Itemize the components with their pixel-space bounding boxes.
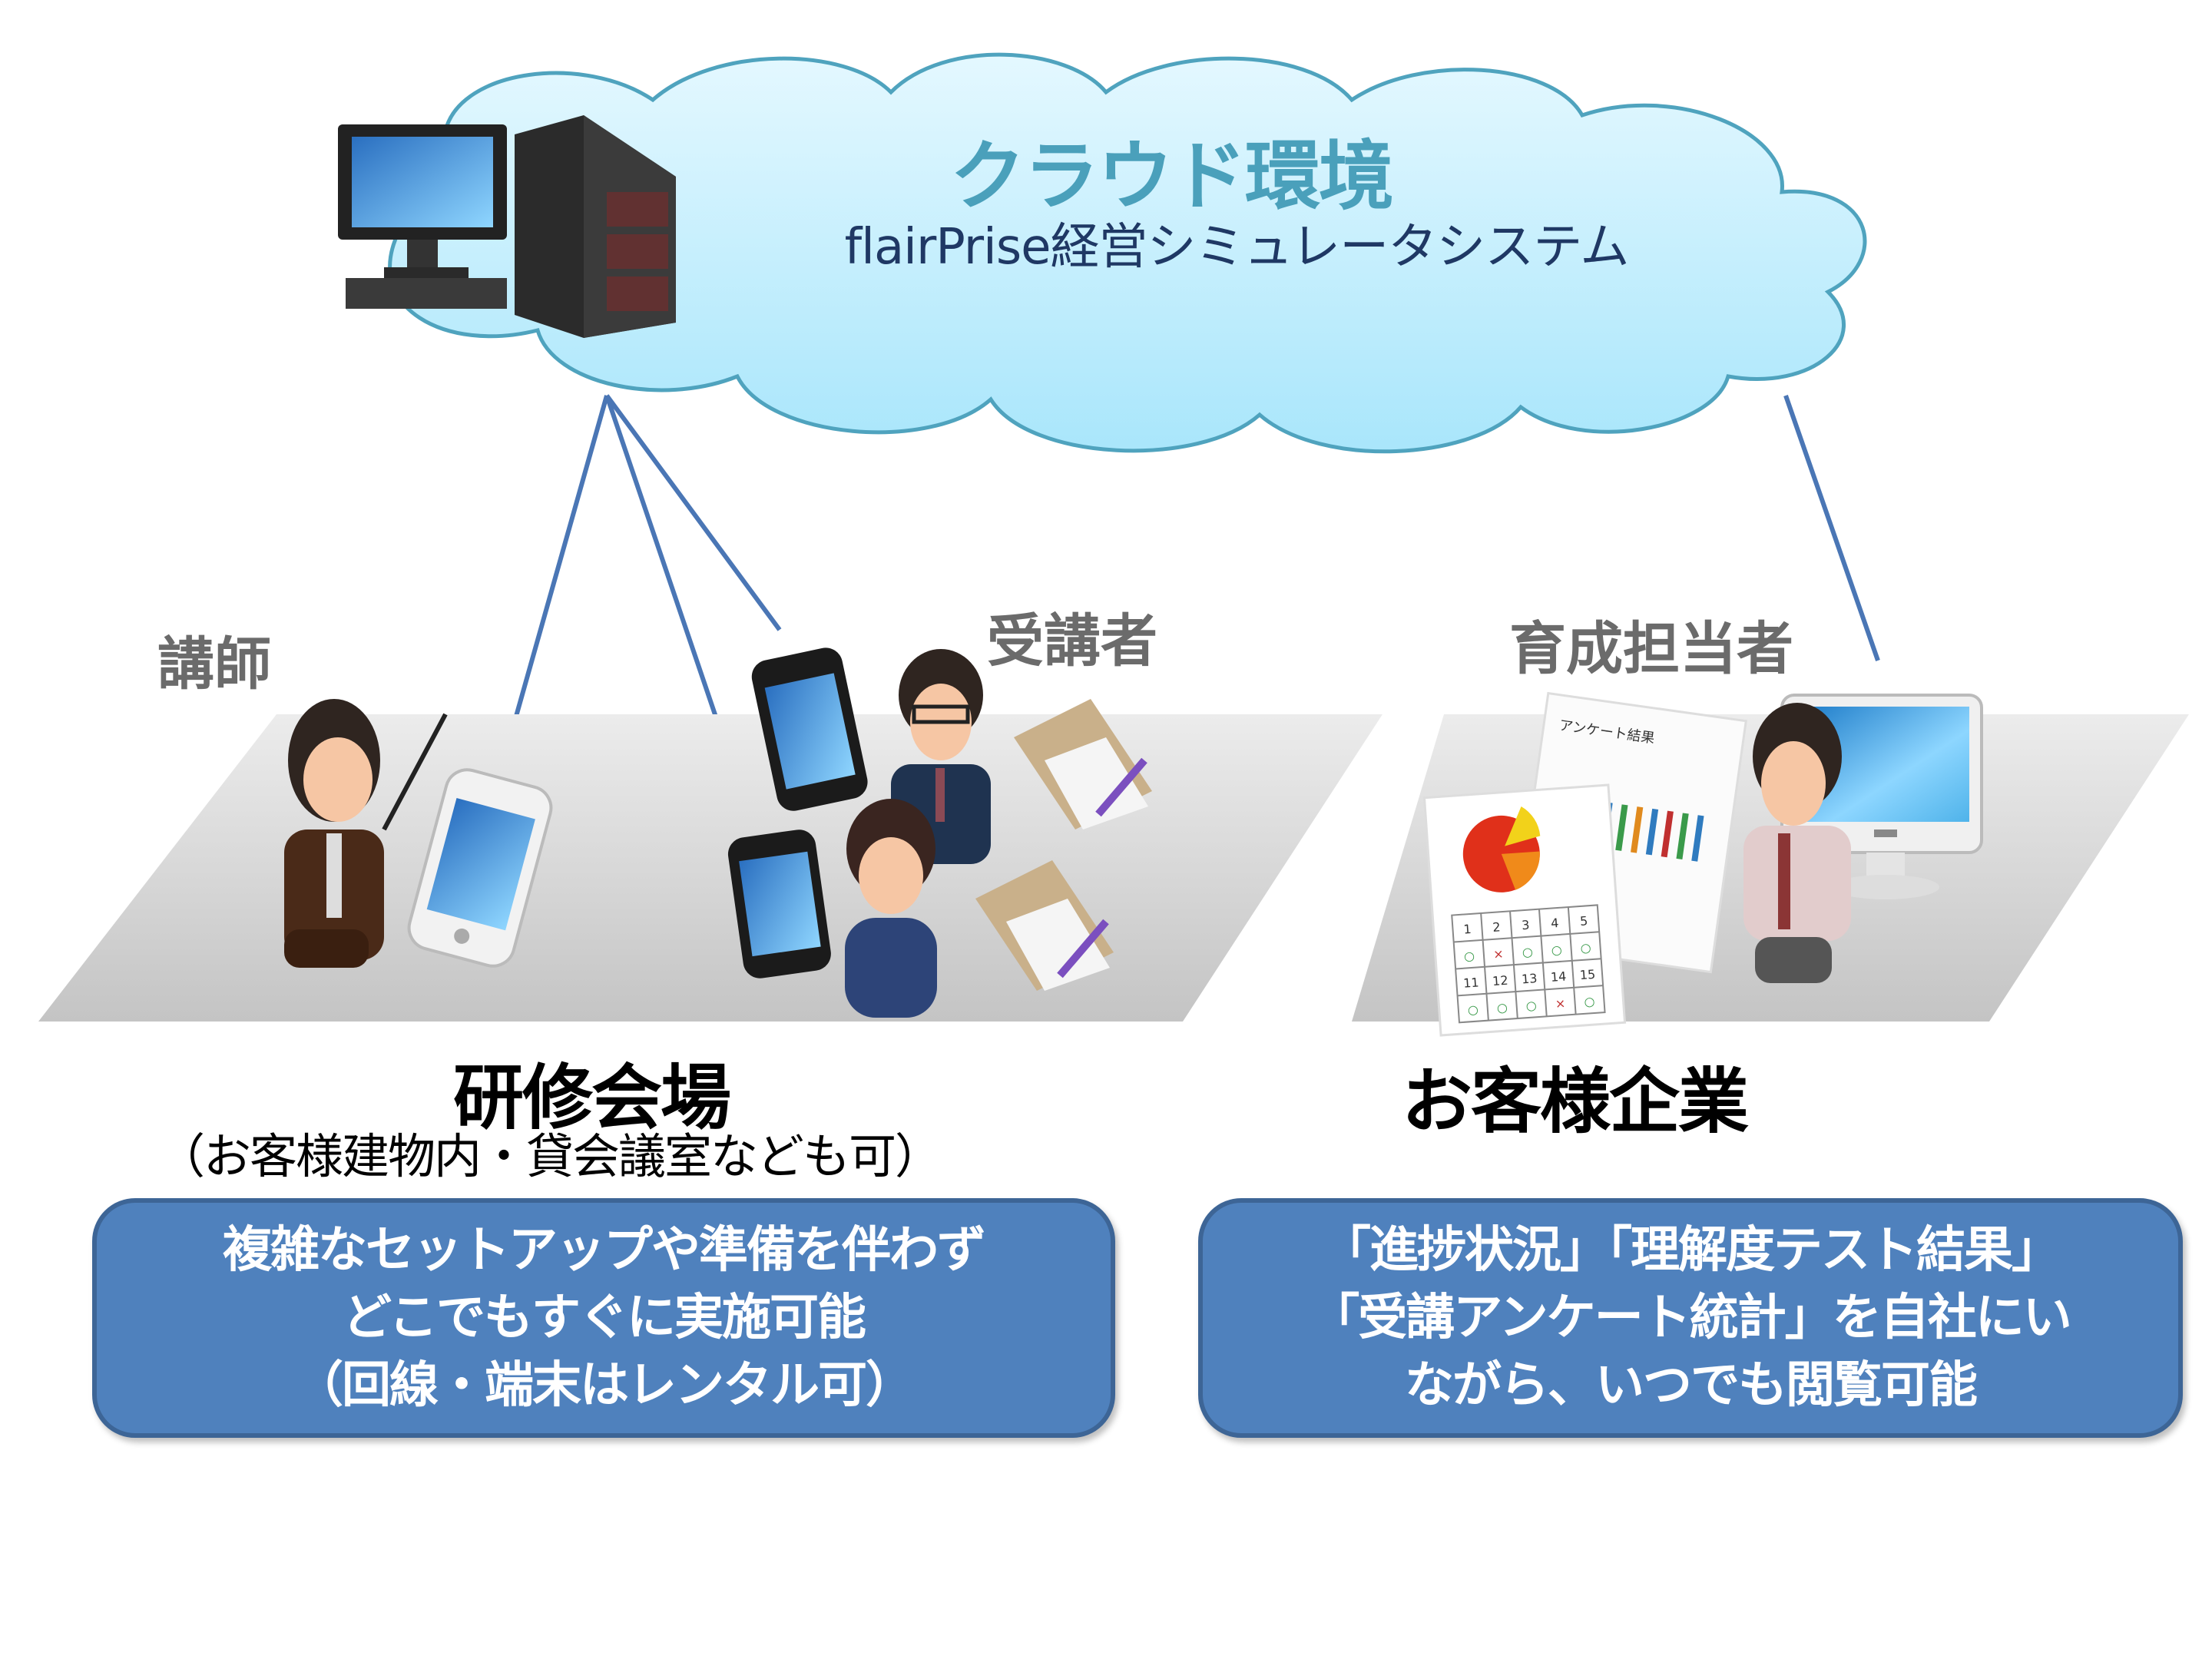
grid-mark: ○ (1525, 998, 1537, 1013)
pie-chart-icon (1462, 806, 1541, 892)
connector-trainee-1 (604, 394, 782, 631)
grid-number: 14 (1550, 969, 1567, 984)
grid-number: 13 (1521, 971, 1538, 986)
grid-mark: ○ (1463, 949, 1475, 964)
role-label-manager: 育成担当者 (1509, 616, 1793, 682)
grid-mark: ○ (1522, 944, 1533, 959)
callout-line: 複雑なセットアップや準備を伴わず (223, 1222, 986, 1279)
test-result-sheet: 1 2 3 4 5 ○ × ○ ○ ○ 11 12 13 14 15 ○ ○ ○… (1422, 783, 1627, 1037)
venue-benefit-callout: 複雑なセットアップや準備を伴わず どこでもすぐに実施可能 （回線・端末はレンタル… (92, 1198, 1115, 1438)
white-smartphone-icon (407, 768, 553, 968)
server-computer-icon (338, 115, 676, 338)
connector-manager (1783, 395, 1880, 661)
notebook-icon (1014, 699, 1152, 830)
trainee-male-figure (891, 649, 991, 864)
grid-mark: ○ (1551, 942, 1562, 958)
grid-number: 3 (1522, 918, 1530, 933)
black-smartphone-icon (727, 830, 831, 979)
cloud-shape (353, 52, 1867, 454)
callout-line: （回線・端末はレンタル可） (294, 1357, 915, 1414)
venue-floor (38, 714, 1382, 1022)
venue-note: （お客様建物内・貸会議室なども可） (157, 1128, 942, 1184)
instructor-figure (284, 699, 448, 968)
grid-number: 12 (1492, 973, 1509, 988)
grid-mark: ○ (1584, 994, 1595, 1009)
venue-title: 研修会場 (453, 1057, 731, 1139)
grid-mark: ○ (1580, 940, 1591, 955)
cloud-title: クラウド環境 (949, 133, 1394, 220)
grid-number: 1 (1463, 922, 1472, 937)
manager-figure (1743, 703, 1851, 983)
grid-mark: × (1555, 996, 1566, 1012)
connector-instructor (505, 395, 609, 750)
client-title: お客様企業 (1402, 1061, 1749, 1143)
trainee-female-figure (845, 799, 937, 1018)
role-label-instructor: 講師 (157, 631, 271, 697)
notebook-icon (975, 860, 1114, 991)
callout-line: 「受講アンケート統計」を自社にい (1310, 1290, 2071, 1346)
callout-line: ながら、いつでも閲覧可能 (1405, 1357, 1978, 1414)
grid-number: 11 (1463, 975, 1480, 990)
grid-mark: × (1493, 946, 1505, 962)
grid-number: 4 (1551, 916, 1559, 931)
role-label-trainee: 受講者 (987, 608, 1157, 674)
grid-mark: ○ (1496, 1000, 1508, 1015)
callout-line: どこでもすぐに実施可能 (342, 1290, 866, 1346)
system-name: flairPrise経営シミュレータシステム (844, 219, 1630, 276)
black-smartphone-icon (751, 647, 868, 811)
callout-line: 「進捗状況」「理解度テスト結果」 (1322, 1222, 2061, 1279)
score-grid (1451, 904, 1606, 1024)
grid-number: 5 (1579, 913, 1588, 929)
grid-number: 15 (1579, 967, 1596, 982)
grid-number: 2 (1492, 919, 1501, 935)
client-benefit-callout: 「進捗状況」「理解度テスト結果」 「受講アンケート統計」を自社にい ながら、いつ… (1198, 1198, 2183, 1438)
grid-mark: ○ (1467, 1002, 1479, 1018)
